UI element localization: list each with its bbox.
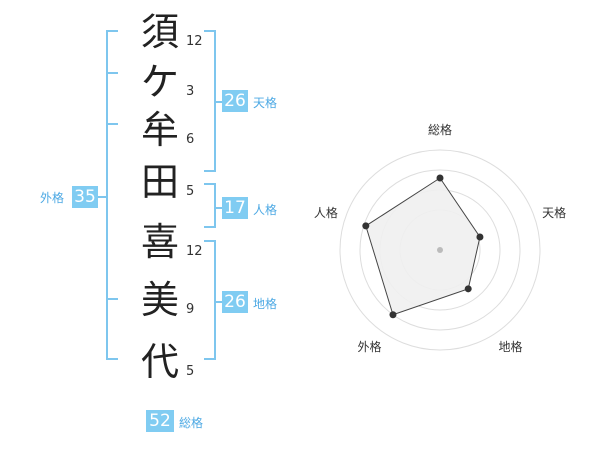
soukaku-label: 総格 xyxy=(179,416,204,430)
gaikaku-value: 35 xyxy=(72,186,98,208)
radar-point-0 xyxy=(436,174,444,182)
radar-point-1 xyxy=(476,233,484,241)
name-char-1: ケ xyxy=(140,60,179,104)
tenkaku-value: 26 xyxy=(222,90,248,112)
stroke-count-4: 12 xyxy=(186,244,203,259)
jinkaku-label: 人格 xyxy=(253,203,278,217)
chikaku-label: 地格 xyxy=(253,297,278,311)
name-char-6: 代 xyxy=(140,340,179,384)
stroke-count-6: 5 xyxy=(186,364,195,379)
radar-center xyxy=(437,247,443,253)
stroke-count-0: 12 xyxy=(186,34,203,49)
radar-area xyxy=(365,177,481,316)
radar-point-2 xyxy=(464,285,472,293)
name-char-2: 牟 xyxy=(140,108,179,152)
name-char-5: 美 xyxy=(140,278,179,322)
radar-point-3 xyxy=(389,311,397,319)
soukaku-value: 52 xyxy=(146,410,174,432)
radar-axis-label-2: 地格 xyxy=(499,339,523,354)
tenkaku-label: 天格 xyxy=(253,96,278,110)
name-char-3: 田 xyxy=(140,160,179,204)
stroke-count-3: 5 xyxy=(186,184,195,199)
jinkaku-value: 17 xyxy=(222,197,248,219)
stroke-count-1: 3 xyxy=(186,84,195,99)
radar-axis-label-1: 天格 xyxy=(542,205,566,220)
chikaku-value: 26 xyxy=(222,291,248,313)
radar-ring-1 xyxy=(359,169,521,331)
stroke-count-5: 9 xyxy=(186,302,195,317)
radar-axis-label-3: 外格 xyxy=(357,339,381,354)
gaikaku-label: 外格 xyxy=(40,191,65,205)
radar-axis-label-0: 総格 xyxy=(428,122,452,137)
name-char-4: 喜 xyxy=(140,220,179,264)
radar-ring-0 xyxy=(339,149,541,351)
radar-point-4 xyxy=(362,222,370,230)
name-char-0: 須 xyxy=(140,10,179,54)
radar-axis-label-4: 人格 xyxy=(314,205,338,220)
stroke-count-2: 6 xyxy=(186,132,195,147)
